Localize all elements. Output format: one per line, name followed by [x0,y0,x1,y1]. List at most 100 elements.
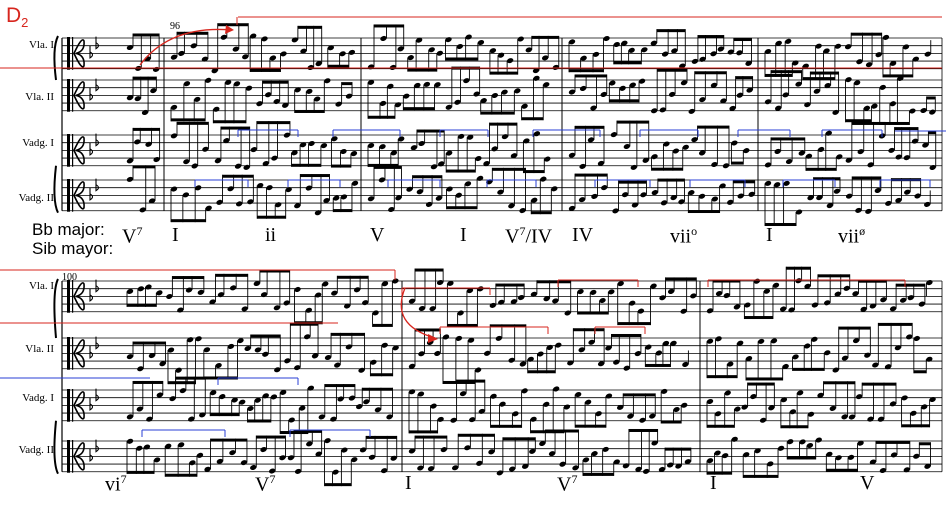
notehead [659,295,666,301]
notehead [727,49,734,55]
notehead [817,146,825,152]
notehead [418,141,425,147]
notehead [903,467,911,473]
notehead [380,35,387,41]
notehead [294,468,302,474]
notehead [285,187,292,193]
notehead [244,345,251,352]
beam [896,283,925,287]
notehead [204,466,211,472]
beam [300,174,330,178]
clef-bar [67,79,70,112]
notehead [630,164,638,170]
notehead [616,404,624,410]
notehead [631,202,639,208]
notehead [691,58,699,64]
notehead [169,396,176,402]
notehead [608,289,615,295]
notehead [617,281,624,287]
note-group [126,322,399,385]
notehead [417,465,424,471]
notehead [408,448,416,454]
beam [217,23,249,27]
beam [247,419,271,423]
chord-symbol: I [710,472,717,494]
beam [765,223,797,227]
notehead [183,81,191,87]
key-signature-flats [89,78,100,101]
notehead [544,156,551,162]
notehead [706,308,714,314]
notehead [237,338,244,344]
notehead [848,414,856,420]
flat-icon [95,439,100,453]
notehead [731,140,738,146]
notehead [372,310,379,316]
notehead [882,34,890,40]
notehead [655,350,663,356]
beam [133,380,163,384]
notehead [466,134,474,140]
notehead [340,149,347,155]
beam [222,174,254,178]
notehead [159,361,166,367]
notehead [279,389,287,395]
notehead [777,445,785,451]
notehead [918,301,926,307]
notehead [330,416,337,422]
notehead [597,160,605,166]
notehead [143,444,151,450]
beam [331,332,365,336]
note-group [408,268,697,327]
notehead [247,199,254,205]
notehead [245,85,253,91]
notehead [727,361,734,367]
notehead [660,388,668,394]
notehead [203,347,211,353]
notehead [406,186,413,192]
notehead [865,62,873,68]
notehead [243,164,250,170]
notehead [736,92,744,98]
notehead [552,64,559,70]
staff [62,133,942,167]
notehead [253,280,261,287]
notehead [477,40,485,46]
beam [657,178,685,182]
notehead [671,48,678,54]
notehead [145,141,152,147]
notehead [799,439,806,445]
notehead [745,60,752,66]
beam [445,57,478,61]
notehead [189,460,196,466]
key-signature-flats [89,336,100,359]
note-group [126,376,393,435]
notehead [889,401,897,407]
instrument-name: Vadg. I [22,392,54,404]
beam [175,376,206,380]
notehead [874,187,882,193]
notehead [288,417,295,423]
beam [575,173,608,177]
notehead [737,193,744,199]
beam [133,341,166,345]
note-group [170,121,358,170]
notehead [202,146,209,152]
notehead [480,98,487,104]
note-group [367,66,550,121]
notehead [262,351,269,357]
beam [257,215,286,219]
notehead [483,161,490,167]
beam [882,74,913,78]
notehead [621,192,629,198]
notehead [852,291,859,297]
notehead [512,411,519,417]
notehead [775,105,782,111]
notehead [331,136,338,142]
notehead [897,75,904,81]
notehead [841,414,848,420]
note-group [126,127,161,164]
notehead [823,300,831,306]
notehead [337,396,344,402]
notehead [341,447,348,453]
